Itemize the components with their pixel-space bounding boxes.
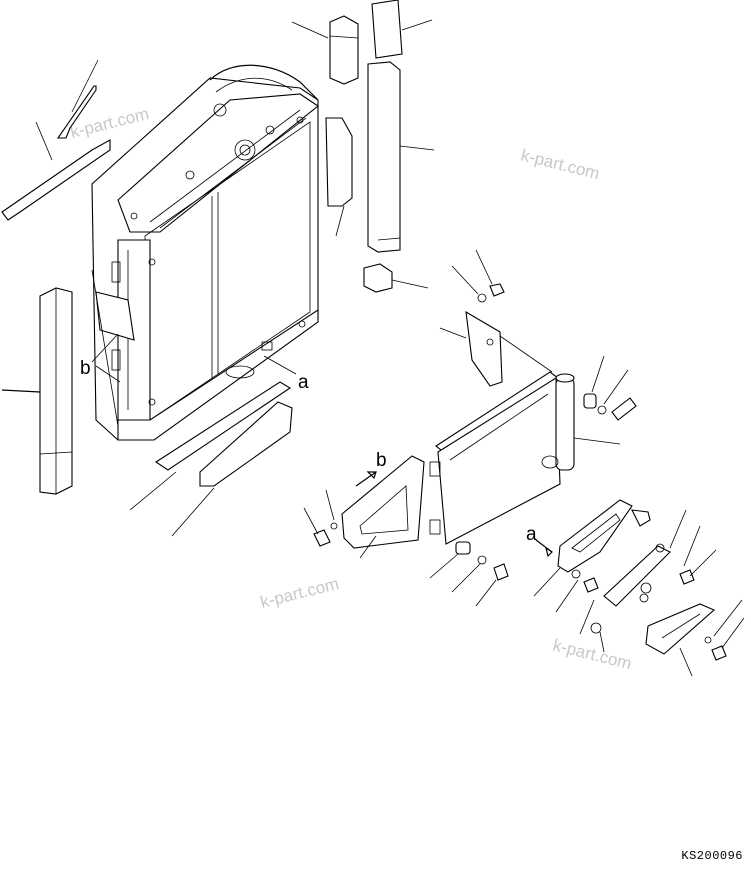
fasteners-condenser [429,541,509,607]
label-a-bracket: a [526,524,537,545]
watermark-2: k-part.com [519,145,602,183]
seal-left-vertical [1,287,73,495]
fasteners-bracket-b [303,489,338,547]
fasteners-right [555,525,717,653]
bracket-b [341,455,425,559]
cover-plate [645,603,716,677]
label-a-radiator: a [298,372,309,393]
bracket-a [533,499,651,597]
radiator-assembly [91,64,319,441]
watermark-3: k-part.com [258,574,341,612]
seal-bottom-bars [129,381,293,537]
condenser-bracket [439,310,503,387]
fasteners-drier [583,355,637,421]
seal-strip-top-left [1,59,111,221]
arm-bracket [603,509,687,607]
bolts-far-right [704,599,745,661]
receiver-drier [541,373,621,471]
drawing-code: KS200096 [681,849,743,863]
bolt-upper [451,249,505,303]
label-b-bracket: b [376,450,387,471]
label-b-radiator: b [80,358,91,379]
watermark-4: k-part.com [551,635,634,673]
seal-top-middle [291,0,435,293]
